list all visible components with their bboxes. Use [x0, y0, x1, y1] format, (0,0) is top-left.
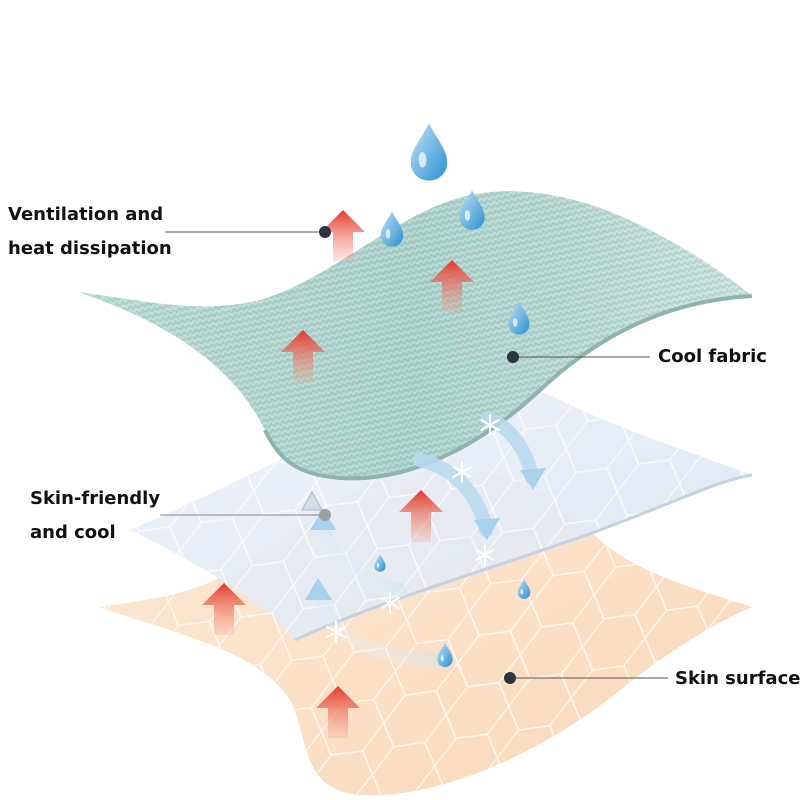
water-drops [301, 123, 531, 668]
label-ventilation-line1: Ventilation and [8, 204, 164, 225]
label-skin-friendly: Skin-friendly and cool [30, 482, 160, 550]
skin-surface-layer [98, 468, 752, 796]
label-skin-surface: Skin surface [675, 668, 800, 689]
curved-airflow-arrow-icon [311, 588, 447, 667]
leader-lines [160, 226, 668, 684]
label-cool-fabric: Cool fabric [658, 346, 767, 367]
label-skin-friendly-line2: and cool [30, 522, 116, 543]
water-drop-icon [410, 123, 448, 181]
label-skin-friendly-line1: Skin-friendly [30, 488, 161, 509]
label-ventilation: Ventilation and heat dissipation [8, 198, 172, 266]
leader-dot [504, 672, 516, 684]
water-drop-icon [380, 211, 404, 247]
curved-airflow-arrow-icon [315, 518, 407, 597]
leader-dot [507, 351, 519, 363]
leader-dot [319, 226, 331, 238]
label-ventilation-line2: heat dissipation [8, 238, 172, 259]
leader-dot [319, 509, 331, 521]
cool-fabric-layer [78, 191, 753, 481]
